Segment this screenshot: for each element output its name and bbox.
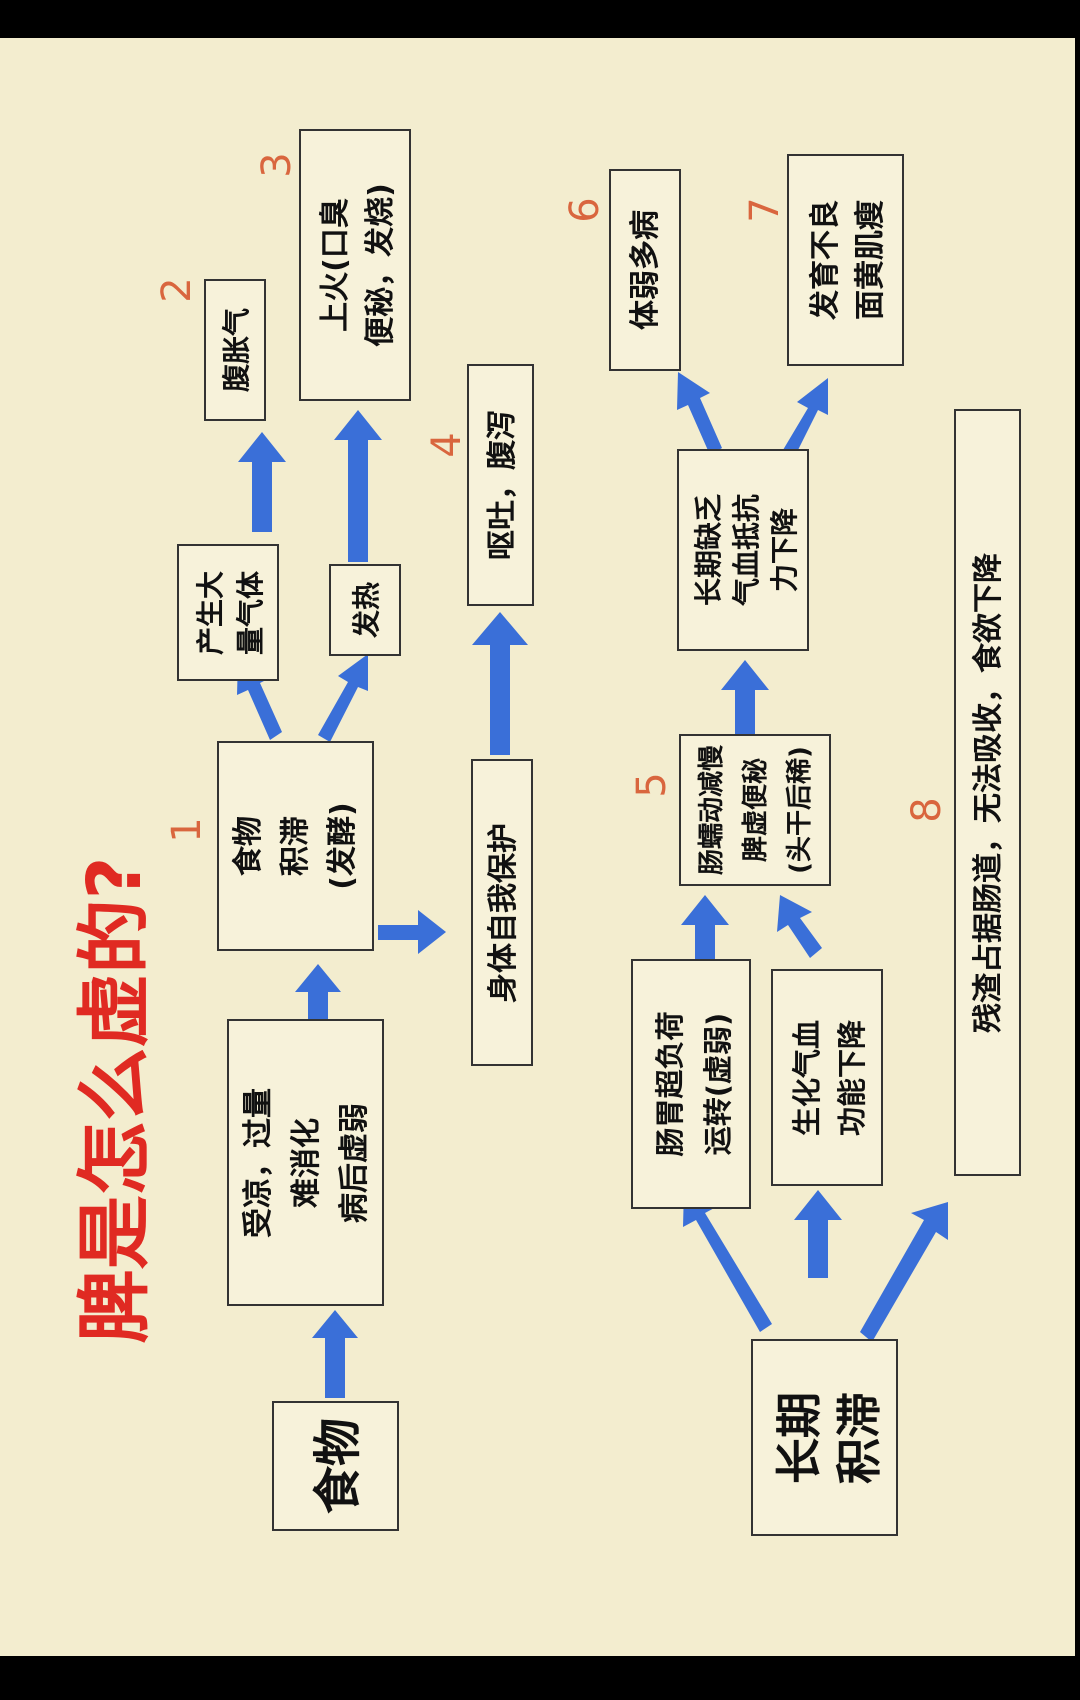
node-deficiency-line-1: 长期缺乏 — [692, 494, 725, 606]
box-selfprotect — [471, 759, 533, 1066]
arrow-stagnation-to-heat — [318, 654, 368, 742]
node-deficiency-line-3: 力下降 — [768, 507, 801, 592]
box-qiblood — [771, 969, 883, 1186]
node-qiblood-line-2: 功能下降 — [835, 1019, 869, 1136]
node-weak-text: 体弱多病 — [628, 210, 663, 330]
box-growth — [787, 154, 904, 366]
node-stagnation-line-3: (发酵) — [325, 802, 360, 889]
arrow-gas-to-bloating — [238, 432, 286, 532]
node-peristalsis-line-2: 脾虚便秘 — [740, 758, 771, 863]
box-heat — [329, 564, 401, 656]
arrow-peristalsis-to-deficiency — [721, 660, 769, 735]
node-longterm-line-2: 积滞 — [832, 1392, 886, 1484]
node-cold-line-1: 受凉，过量 — [241, 1088, 276, 1238]
node-growth-line-1: 发育不良 — [808, 200, 843, 321]
step-numbers: 1 2 3 4 5 6 7 8 — [154, 152, 950, 842]
node-residue-text: 残渣占据肠道，无法吸收，食欲下降 — [971, 552, 1006, 1033]
node-selfprotect-text: 身体自我保护 — [486, 823, 521, 1003]
arrow-long-to-qiblood — [794, 1190, 842, 1278]
box-weak — [609, 169, 681, 371]
step-number-2: 2 — [154, 277, 200, 302]
arrow-food-to-cold — [312, 1310, 358, 1398]
diagram-title: 脾是怎么虚的? — [72, 857, 158, 1344]
box-longterm — [751, 1339, 898, 1536]
node-stagnation-line-2: 积滞 — [278, 816, 313, 876]
step-number-1: 1 — [164, 817, 210, 842]
box-food — [272, 1401, 399, 1531]
arrow-stagnation-to-selfprotect — [378, 910, 446, 954]
arrows — [237, 372, 948, 1398]
node-overload-line-2: 运转(虚弱) — [701, 1013, 735, 1156]
box-cold — [227, 1019, 384, 1306]
box-vomit — [467, 364, 534, 606]
step-number-8: 8 — [904, 797, 950, 822]
arrow-long-to-overload — [683, 1188, 772, 1332]
node-qiblood-line-1: 生化气血 — [790, 1020, 824, 1136]
node-bloating-text: 腹胀气 — [220, 308, 253, 392]
step-number-3: 3 — [254, 152, 300, 177]
box-bloating — [204, 279, 266, 421]
box-peristalsis — [679, 734, 831, 886]
node-fire-line-2: 便秘，发烧) — [363, 183, 398, 347]
arrow-deficiency-to-growth — [780, 378, 828, 462]
box-fire — [299, 129, 411, 401]
node-cold-line-2: 难消化 — [289, 1118, 324, 1209]
step-number-5: 5 — [629, 772, 675, 797]
step-number-7: 7 — [742, 197, 788, 222]
node-growth-line-2: 面黄肌瘦 — [853, 200, 888, 320]
box-deficiency — [677, 449, 809, 651]
node-gas-line-1: 产生大 — [194, 571, 227, 655]
arrow-cold-to-stagnation — [295, 964, 341, 1050]
arrow-long-to-residue — [860, 1202, 948, 1342]
node-stagnation-line-1: 食物 — [231, 816, 266, 876]
node-deficiency-line-2: 气血抵抗 — [730, 494, 763, 607]
box-stagnation — [217, 741, 374, 951]
node-vomit-text: 呕吐，腹泻 — [485, 410, 520, 560]
box-overload — [631, 959, 751, 1209]
node-fire-line-1: 上火(口臭 — [318, 198, 353, 332]
node-heat-text: 发热 — [350, 582, 383, 639]
step-number-6: 6 — [562, 197, 608, 222]
arrow-deficiency-to-weak — [677, 372, 722, 455]
labels: 食物 受凉，过量 难消化 病后虚弱 食物 积滞 (发酵) 产生大 量气体 腹胀气… — [194, 183, 1006, 1514]
node-peristalsis-line-3: (头干后稀) — [785, 746, 815, 874]
box-residue — [954, 409, 1021, 1176]
node-cold-line-3: 病后虚弱 — [337, 1103, 372, 1223]
step-number-4: 4 — [424, 432, 470, 457]
node-peristalsis-line-1: 肠蠕动减慢 — [697, 744, 727, 875]
node-longterm-line-1: 长期 — [772, 1392, 826, 1484]
arrow-overload-to-peristalsis — [681, 895, 729, 968]
node-gas-line-2: 量气体 — [234, 570, 267, 655]
box-gas — [177, 544, 279, 681]
arrow-qiblood-to-peristalsis — [777, 895, 822, 958]
node-food-text: 食物 — [310, 1418, 366, 1514]
arrow-heat-to-fire — [334, 410, 382, 562]
arrow-selfprotect-to-vomit — [472, 612, 528, 755]
boxes — [177, 129, 1021, 1536]
node-overload-line-1: 肠胃超负荷 — [653, 1011, 687, 1156]
